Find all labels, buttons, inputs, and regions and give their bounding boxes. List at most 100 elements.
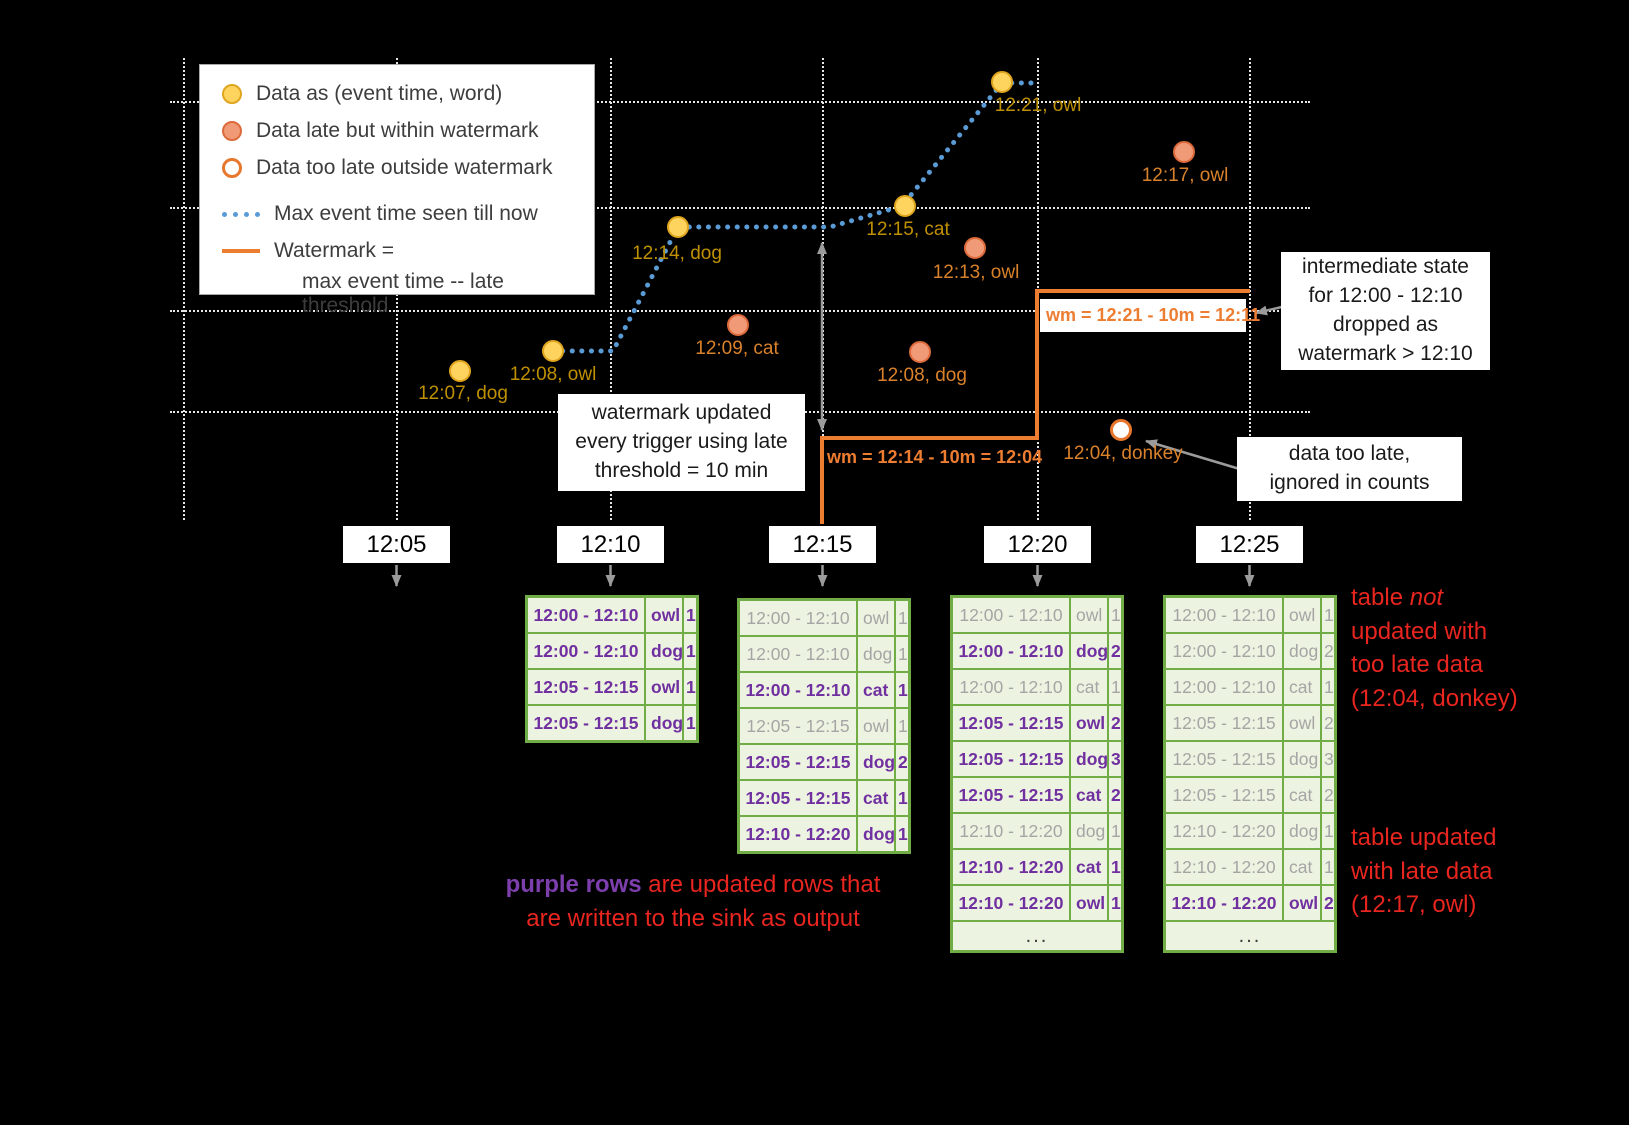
table-cell: 12:00 - 12:10 (1166, 634, 1282, 668)
legend-item-watermark: Watermark = (222, 239, 594, 263)
max-event-time-line (550, 80, 1043, 354)
data-point-label: 12:08, dog (877, 365, 967, 386)
table-cell: 1 (1109, 814, 1121, 848)
annotation-line: updated with (1351, 617, 1488, 645)
table-cell: owl (1071, 706, 1107, 740)
callout-line: for 12:00 - 12:10 (1308, 284, 1463, 308)
callout-line: intermediate state (1302, 255, 1469, 279)
table-cell: 12:10 - 12:20 (953, 814, 1069, 848)
table-cell: dog (1071, 634, 1107, 668)
table-cell: dog (1071, 742, 1107, 776)
table-cell: 1 (1322, 850, 1334, 884)
data-point (542, 340, 564, 362)
table-cell: 12:10 - 12:20 (740, 817, 856, 851)
trigger-time-12-25: 12:25 (1196, 526, 1303, 563)
legend-label-watermark-formula: max event time -- late threshold (302, 270, 504, 317)
legend: Data as (event time, word) Data late but… (199, 64, 595, 317)
table-cell: 12:10 - 12:20 (953, 886, 1069, 920)
gridline-horizontal (170, 310, 1310, 312)
table-cell: owl (646, 670, 682, 704)
legend-item-max-event-time: Max event time seen till now (222, 202, 594, 226)
table-cell: owl (1071, 598, 1107, 632)
table-cell: 1 (1322, 814, 1334, 848)
table-cell: cat (1071, 778, 1107, 812)
table-cell: cat (1284, 778, 1320, 812)
table-cell: 12:10 - 12:20 (1166, 886, 1282, 920)
table-cell: 1 (896, 781, 908, 815)
legend-item-toolate: Data too late outside watermark (222, 156, 594, 180)
annotation-line: table updated (1351, 824, 1497, 851)
table-cell: 12:05 - 12:15 (1166, 778, 1282, 812)
table-cell: 12:05 - 12:15 (528, 706, 644, 740)
table-cell: owl (858, 601, 894, 635)
table-cell: 12:05 - 12:15 (528, 670, 644, 704)
gridline-vertical (610, 58, 612, 520)
table-cell: dog (858, 637, 894, 671)
annotation-line: purple rows are updated rows that (505, 871, 881, 898)
callout-line: watermark > 12:10 (1298, 341, 1473, 365)
data-point-label: 12:08, owl (509, 364, 597, 385)
data-point-label: 12:14, dog (632, 243, 722, 264)
table-cell: 12:10 - 12:20 (1166, 814, 1282, 848)
annotation-line: too late data (1351, 651, 1484, 679)
data-point (909, 341, 931, 363)
table-cell: cat (1071, 850, 1107, 884)
table-cell: owl (1284, 706, 1320, 740)
table-cell: cat (1284, 670, 1320, 704)
table-cell: 1 (1322, 598, 1334, 632)
table-cell: 2 (1109, 778, 1121, 812)
table-cell: cat (858, 781, 894, 815)
data-point-label: 12:13, owl (932, 262, 1020, 283)
table-cell: 1 (896, 637, 908, 671)
gridline-horizontal (170, 207, 1310, 209)
table-cell: 1 (896, 817, 908, 851)
legend-item-late: Data late but within watermark (222, 119, 594, 143)
trigger-time-12-10: 12:10 (557, 526, 664, 563)
legend-label: Watermark = (274, 239, 394, 262)
annotation-updated-late: table updated with late data (12:17, owl… (1351, 821, 1496, 922)
data-point (964, 237, 986, 259)
table-cell: 12:00 - 12:10 (1166, 598, 1282, 632)
table-cell: owl (646, 598, 682, 632)
watermark-line-icon (222, 249, 260, 253)
trigger-time-12-15: 12:15 (769, 526, 876, 563)
callout-watermark-updated: watermark updated every trigger using la… (558, 394, 805, 491)
annotation-line: are written to the sink as output (526, 904, 860, 932)
data-point-label: 12:04, donkey (1063, 443, 1183, 464)
trigger-time-12-20: 12:20 (984, 526, 1091, 563)
data-point-label: 12:17, owl (1141, 165, 1229, 186)
trigger-time-12-05: 12:05 (343, 526, 450, 563)
data-point (667, 216, 689, 238)
data-point (727, 314, 749, 336)
table-cell: 12:05 - 12:15 (740, 781, 856, 815)
table-cell: 2 (1109, 706, 1121, 740)
table-cell: 12:00 - 12:10 (1166, 670, 1282, 704)
table-cell: 1 (684, 670, 696, 704)
legend-label: Data late but within watermark (256, 119, 539, 142)
watermark-line (820, 289, 1250, 524)
max-event-line-icon (222, 211, 260, 217)
table-cell: 12:00 - 12:10 (740, 673, 856, 707)
table-cell: 1 (1109, 670, 1121, 704)
annotation-line: table not (1351, 584, 1444, 611)
data-point (894, 195, 916, 217)
table-cell: 12:10 - 12:20 (1166, 850, 1282, 884)
table-cell: dog (646, 706, 682, 740)
